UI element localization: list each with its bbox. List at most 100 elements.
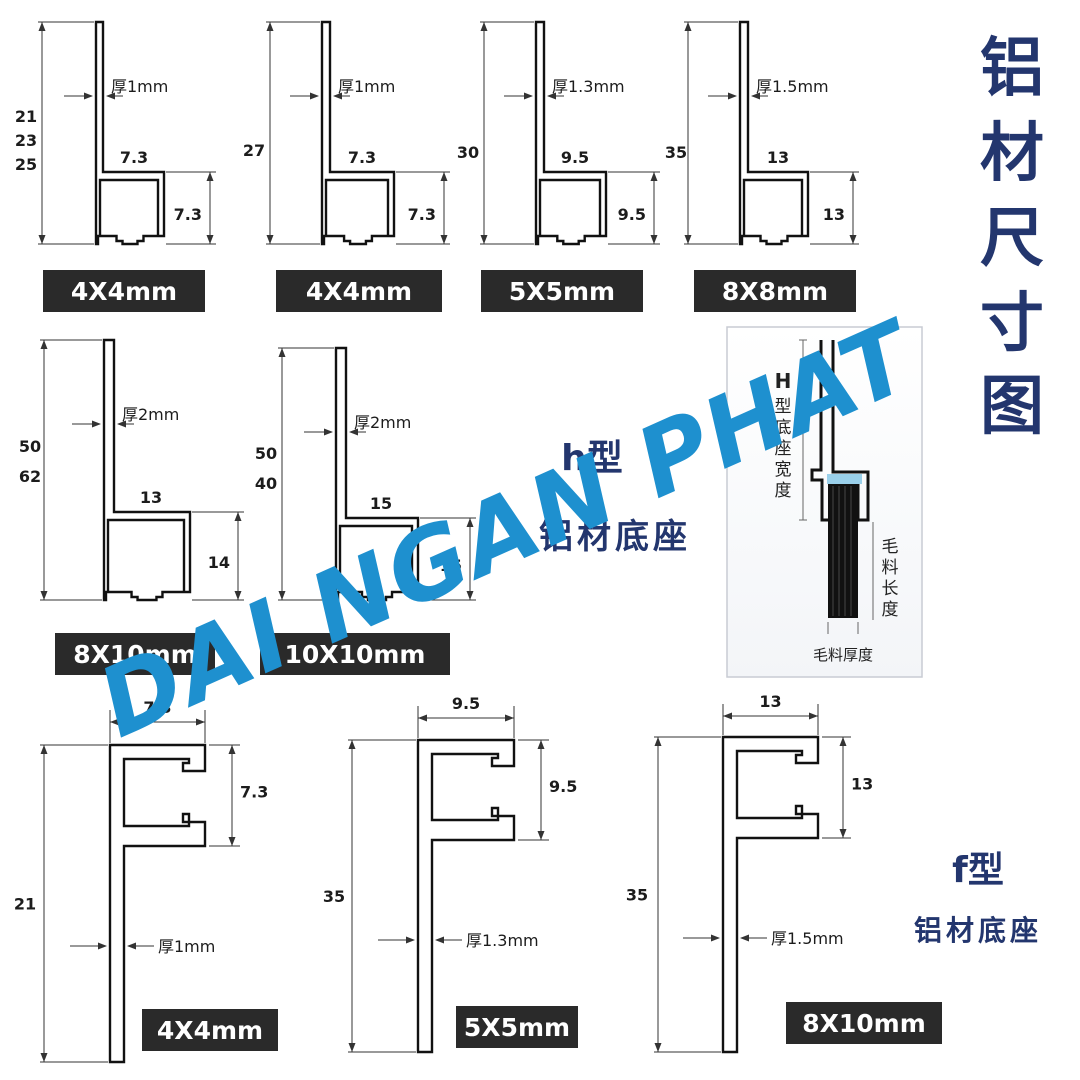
h-type-line1: h型 [561,438,623,479]
slot-value: 14 [208,553,230,572]
h-profile-4: 50 62 厚2mm 13 14 8X10mm [19,338,244,675]
size-badge: 8X10mm [55,633,215,675]
height-value: 62 [19,467,41,486]
height-value: 50 [255,444,277,463]
svg-text:底: 底 [775,418,792,438]
h-profile-shape [334,346,420,602]
height-value: 35 [626,886,648,905]
height-value: 21 [14,895,36,914]
f-profile-shape [416,738,516,1054]
insert-bristle-thickness: 毛料厚度 [813,646,873,664]
h-profile-3: 35 厚1.5mm 13 13 8X8mm [665,20,859,312]
thickness-value: 厚1.5mm [756,77,829,96]
title-char-0: 铝 [980,32,1044,106]
width-value: 13 [767,148,789,167]
thickness-value: 厚1mm [158,937,215,956]
thickness-value: 厚1.3mm [552,77,625,96]
svg-text:度: 度 [882,600,899,620]
slot-value: 13 [823,205,845,224]
title-char-4: 图 [980,370,1044,444]
bristle-icon [828,484,858,618]
size-badge: 8X10mm [786,1002,942,1044]
height-value: 21 [15,107,37,126]
h-profile-shape [94,20,166,246]
slot-value: 7.3 [408,205,436,224]
width-value: 15 [370,494,392,513]
h-type-line2: 铝材底座 [539,517,691,557]
svg-text:8X10mm: 8X10mm [73,640,197,669]
thickness-value: 厚1mm [338,77,395,96]
title-char-2: 尺 [980,202,1044,276]
size-badge: 8X8mm [694,270,856,312]
height-value: 40 [255,474,277,493]
h-profile-shape [534,20,608,246]
svg-text:度: 度 [775,481,792,501]
svg-text:8X8mm: 8X8mm [722,277,828,306]
height-value: 23 [15,131,37,150]
size-badge: 4X4mm [43,270,205,312]
svg-text:长: 长 [882,579,899,599]
svg-text:4X4mm: 4X4mm [306,277,412,306]
width-value: 7.3 [143,698,171,717]
height-value: 50 [19,437,41,456]
size-badge: 5X5mm [456,1006,578,1048]
thickness-value: 厚2mm [122,405,179,424]
size-badge: 5X5mm [481,270,643,312]
slot-value: 7.3 [240,783,268,802]
slot-value: 9.5 [618,205,646,224]
width-value: 13 [759,692,781,711]
title-char-3: 寸 [980,287,1044,361]
f-profile-1: 35 9.5 9.5 厚1.3mm 5X5mm [323,694,578,1054]
profiles-layer: 21 23 25 厚1mm 7.3 7.3 4X4mm 27 厚1mm 7.3 7.3 4X4mm 30… [14,20,942,1064]
width-value: 9.5 [452,694,480,713]
svg-text:5X5mm: 5X5mm [464,1013,570,1042]
size-badge: 4X4mm [142,1009,278,1051]
width-value: 9.5 [561,148,589,167]
title-char-1: 材 [980,117,1044,191]
svg-text:10X10mm: 10X10mm [285,640,426,669]
height-value: 35 [665,143,687,162]
svg-text:4X4mm: 4X4mm [157,1016,263,1045]
h-profile-shape [102,338,192,602]
insert-h-label: H [775,369,792,393]
f-profile-2: 35 13 13 厚1.5mm 8X10mm [626,692,942,1054]
width-value: 7.3 [348,148,376,167]
width-value: 13 [140,488,162,507]
svg-text:毛: 毛 [882,537,899,557]
thickness-value: 厚1.3mm [466,931,539,950]
f-profile-shape [721,735,820,1054]
size-badge: 10X10mm [260,633,450,675]
svg-text:4X4mm: 4X4mm [71,277,177,306]
thickness-value: 厚2mm [354,413,411,432]
h-type-caption: h型 铝材底座 [539,438,691,557]
height-value: 27 [243,141,265,160]
h-profile-shape [738,20,810,246]
height-value: 35 [323,887,345,906]
slot-value: 15 [440,556,462,575]
thickness-value: 厚1.5mm [771,929,844,948]
h-profile-1: 27 厚1mm 7.3 7.3 4X4mm [243,20,450,312]
h-profile-shape [320,20,396,246]
f-profile-0: 21 7.3 7.3 厚1mm 4X4mm [14,698,278,1064]
svg-text:5X5mm: 5X5mm [509,277,615,306]
slot-value: 9.5 [549,777,577,796]
h-profile-5: 50 40 厚2mm 15 15 10X10mm [255,346,476,675]
f-type-caption: f型 铝材底座 [914,850,1042,947]
size-badge: 4X4mm [276,270,442,312]
svg-text:宽: 宽 [775,460,792,480]
h-profile-2: 30 厚1.3mm 9.5 9.5 5X5mm [457,20,660,312]
svg-text:8X10mm: 8X10mm [802,1009,926,1038]
slot-value: 13 [851,775,873,794]
svg-text:型: 型 [775,397,792,417]
width-value: 7.3 [120,148,148,167]
f-type-line2: 铝材底座 [914,914,1042,947]
height-value: 25 [15,155,37,174]
f-profile-shape [108,743,207,1064]
svg-text:料: 料 [882,558,899,578]
height-value: 30 [457,143,479,162]
